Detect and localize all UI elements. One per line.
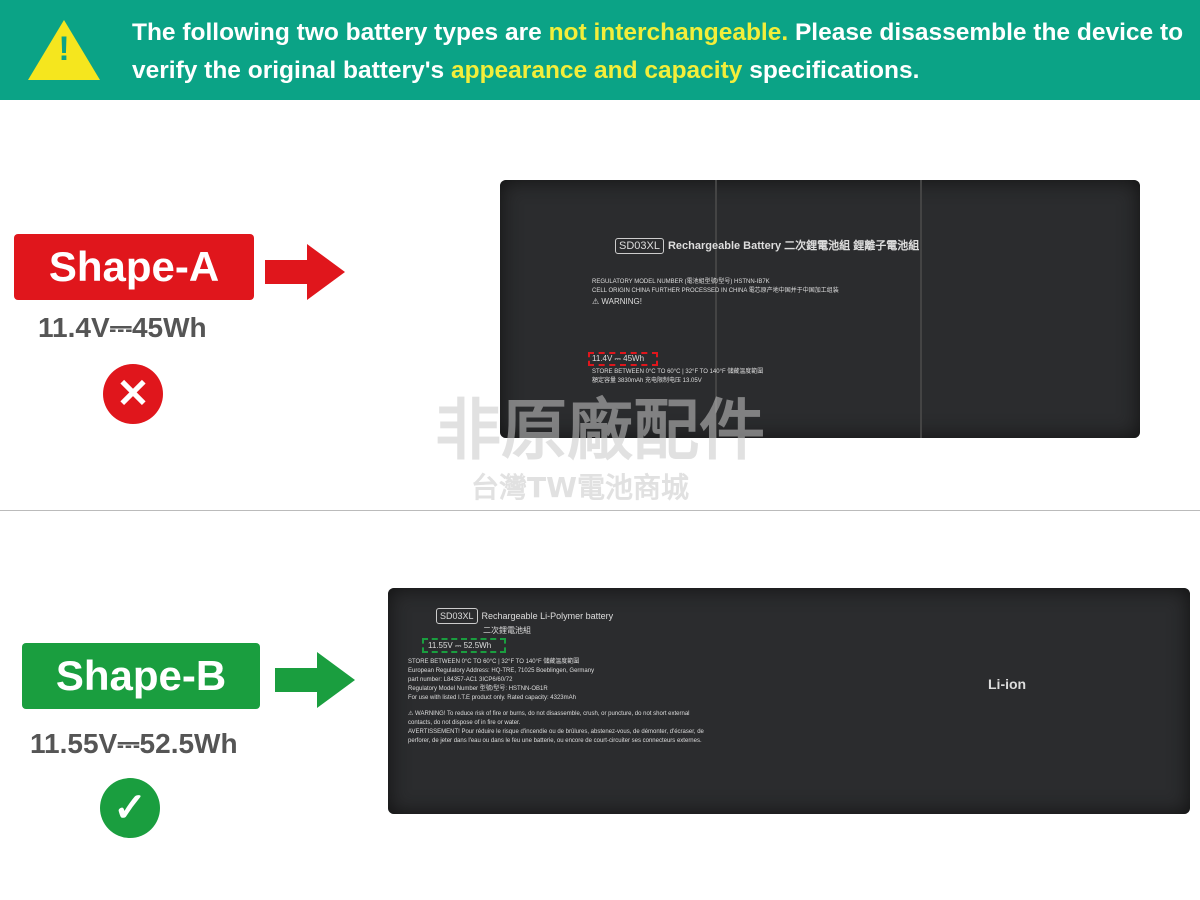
battery-a-regulatory: REGULATORY MODEL NUMBER (電池組型號/型号) HSTNN… [592, 279, 770, 285]
x-mark-icon: ✕ [103, 364, 163, 424]
battery-a-capacity: 額定容量 3830mAh 充电限制电压 13.05V [592, 378, 702, 384]
battery-b-warning-block: ⚠ WARNING! To reduce risk of fire or bur… [408, 710, 708, 746]
battery-b-liion: Li-ion [988, 676, 1027, 692]
warning-banner: ! The following two battery types are no… [0, 0, 1200, 100]
banner-text-part: The following two battery types are [132, 19, 549, 46]
battery-b-rating-highlight [422, 638, 506, 653]
banner-highlight: not interchangeable. [548, 19, 789, 46]
battery-a-title-text: Rechargeable Battery 二次鋰電池組 鋰離子電池組 [667, 240, 920, 252]
battery-b-rating: 11.55V ⎓ 52.5Wh [428, 641, 492, 650]
warning-exclamation: ! [58, 30, 70, 68]
banner-text-part: specifications. [742, 57, 920, 84]
arrow-right-icon [275, 652, 355, 708]
battery-a-origin: CELL ORIGIN CHINA FURTHER PROCESSED IN C… [592, 288, 839, 294]
battery-a-rating: 11.4V ⎓ 45Wh [592, 354, 645, 363]
shape-b-badge: Shape-B [22, 643, 260, 709]
battery-a-model: SD03XL [615, 238, 664, 254]
battery-b-part: part number: L84357-AC1 3ICP6/60/72 [408, 677, 513, 683]
battery-b-use: For use with listed I.T.E product only. … [408, 695, 576, 701]
watermark-line2: 台灣TW電池商城 [471, 471, 689, 504]
shape-a-spec: 11.4V⎓45Wh [38, 312, 207, 343]
watermark-line1: 非原廠配件 [435, 392, 765, 469]
check-mark-icon: ✓ [100, 778, 160, 838]
battery-a-store: STORE BETWEEN 0°C TO 60°C | 32°F TO 140°… [592, 369, 764, 375]
battery-a-regulatory-block: REGULATORY MODEL NUMBER (電池組型號/型号) HSTNN… [592, 278, 839, 307]
battery-a-store-block: STORE BETWEEN 0°C TO 60°C | 32°F TO 140°… [592, 368, 763, 386]
battery-b-model: SD03XL [436, 608, 478, 624]
banner-text: The following two battery types are not … [132, 14, 1192, 90]
shape-b-spec: 11.55V⎓52.5Wh [30, 728, 238, 759]
banner-text-part: Please disassemble the device to verify … [132, 19, 1184, 84]
battery-b-title-text: Rechargeable Li-Polymer battery [481, 611, 614, 621]
battery-a-warning: ⚠ WARNING! [592, 297, 642, 306]
battery-b-info-block: STORE BETWEEN 0°C TO 60°C | 32°F TO 140°… [408, 658, 594, 703]
battery-b-regulatory: Regulatory Model Number 型號/型号: HSTNN-OB1… [408, 686, 548, 692]
battery-b-subtitle: 二次鋰電池組 [483, 626, 531, 635]
battery-b-warning: ⚠ WARNING! To reduce risk of fire or bur… [408, 711, 690, 726]
battery-a-rating-highlight [588, 352, 658, 366]
shape-a-badge: Shape-A [14, 234, 254, 300]
battery-b-avert: AVERTISSEMENT! Pour réduire le risque d'… [408, 729, 704, 744]
battery-b-store: STORE BETWEEN 0°C TO 60°C | 32°F TO 140°… [408, 659, 580, 665]
battery-b-address: European Regulatory Address: HQ-TRE, 710… [408, 668, 595, 674]
warning-triangle-icon [28, 20, 100, 80]
banner-highlight: appearance and capacity [450, 57, 743, 84]
section-divider [0, 510, 1200, 511]
arrow-right-icon [265, 244, 345, 300]
